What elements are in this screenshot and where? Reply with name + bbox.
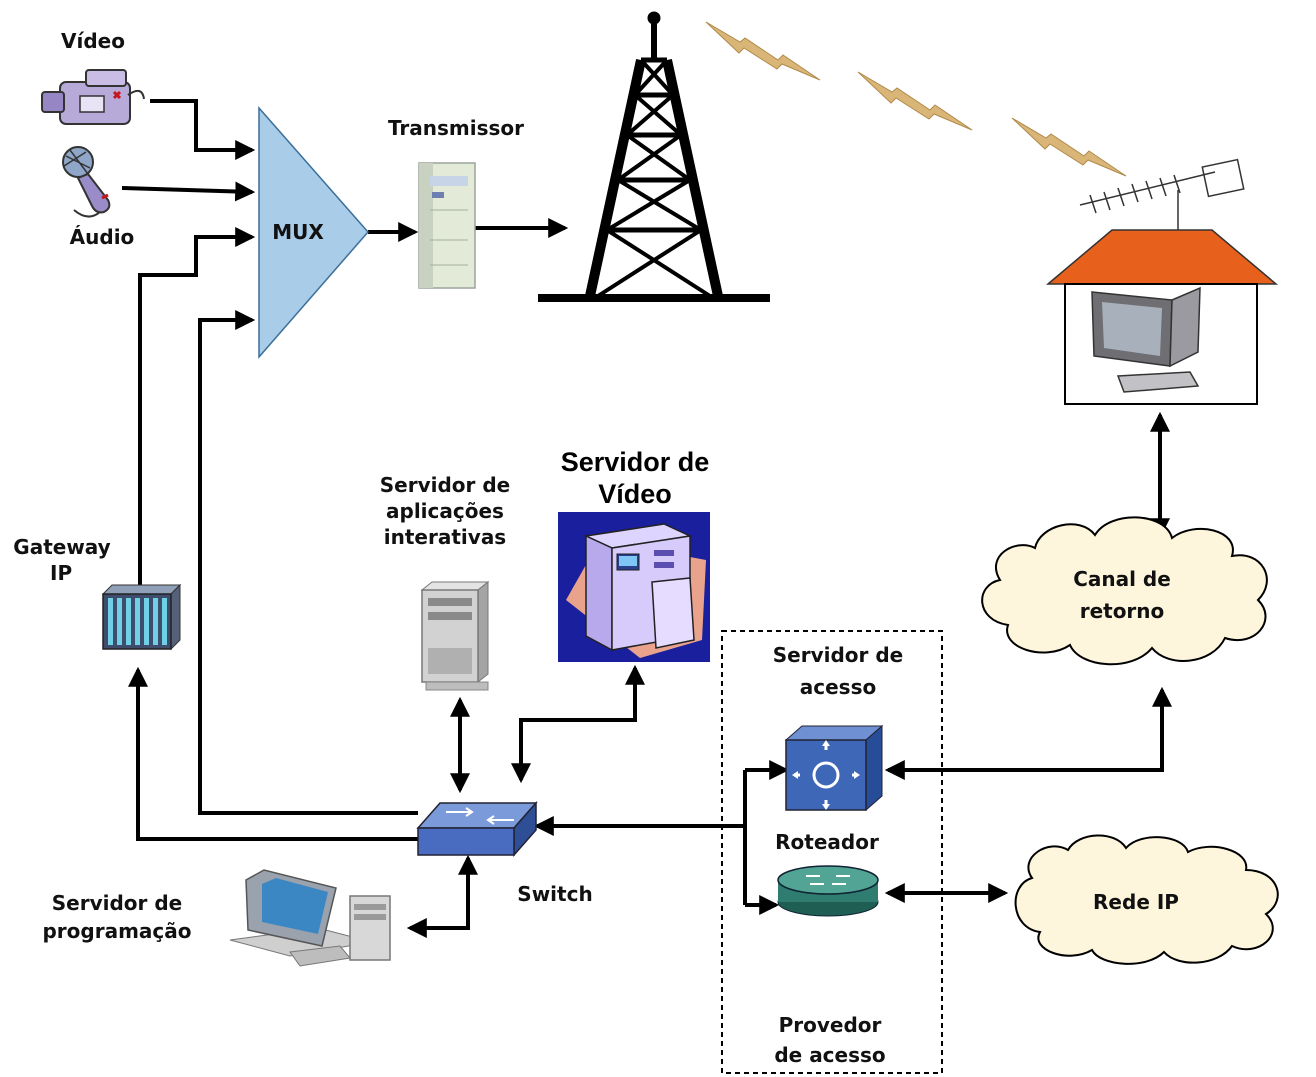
router-icon [777, 865, 879, 917]
provedor-acesso-box [721, 630, 943, 1074]
server-tower-icon [420, 580, 490, 691]
desktop-computer-icon [229, 869, 391, 967]
access-server-canal-line [884, 686, 1172, 780]
label-servidor-acesso: Servidor de acesso [756, 642, 920, 700]
label-servidor-acesso-line1: Servidor de [772, 643, 904, 667]
label-rede-ip: Rede IP [1093, 890, 1179, 914]
transmitter-icon [418, 162, 476, 289]
switch-desktop-line [406, 854, 478, 938]
switch-icon [416, 801, 538, 857]
label-servidor-app-line1: Servidor de [379, 473, 511, 497]
audio-to-mux-line [121, 181, 256, 202]
gateway-rack-icon [101, 583, 182, 651]
label-servidor-prog-line1: Servidor de [51, 891, 183, 915]
label-mux: MUX [272, 220, 324, 244]
video-to-mux-line [150, 99, 256, 160]
label-provedor-line2: de acesso [774, 1043, 886, 1067]
label-switch: Switch [517, 882, 593, 906]
video-camera-icon [41, 69, 145, 125]
label-provedor-acesso: Provedor de acesso [762, 1012, 898, 1068]
label-gateway-line1: Gateway [13, 535, 111, 559]
label-gateway-ip: Gateway IP [0, 534, 124, 586]
gateway-to-mux-line [138, 227, 256, 585]
label-video: Vídeo [61, 29, 125, 53]
switch-to-mux-line [198, 310, 418, 815]
label-servidor-programacao: Servidor de programação [26, 890, 208, 944]
label-servidor-acesso-line2: acesso [799, 675, 877, 699]
lightning-icon [705, 21, 1127, 177]
label-servidor-app-line3: interativas [383, 525, 507, 549]
switch-to-gateway-line [128, 666, 418, 841]
connections [121, 99, 1172, 938]
label-servidor-video-line1: Servidor de [560, 447, 710, 477]
microphone-icon [62, 146, 111, 218]
tv-icon [1091, 286, 1201, 393]
label-gateway-line2: IP [50, 561, 73, 585]
label-servidor-video-line2: Vídeo [598, 479, 672, 509]
antenna-tower-icon [538, 11, 770, 302]
label-servidor-video: Servidor de Vídeo [530, 446, 740, 510]
label-transmissor: Transmissor [387, 116, 525, 140]
switch-video-server-line [511, 664, 645, 784]
label-roteador: Roteador [775, 830, 879, 854]
label-canal-line2: retorno [1079, 599, 1165, 623]
access-server-icon [784, 724, 884, 812]
video-server-icon [558, 512, 710, 662]
rooftop-antenna-icon [1079, 158, 1245, 232]
label-servidor-prog-line2: programação [42, 919, 192, 943]
label-servidor-app-line2: aplicações [386, 499, 504, 523]
cloud-rede-ip-icon [1014, 834, 1279, 965]
label-canal-line1: Canal de [1073, 567, 1171, 591]
label-audio: Áudio [69, 225, 135, 249]
label-provedor-line1: Provedor [778, 1013, 882, 1037]
cloud-canal-retorno-icon [981, 516, 1268, 666]
label-servidor-aplicacoes: Servidor de aplicações interativas [360, 472, 530, 550]
label-canal-retorno: Canal de retorno [1062, 566, 1182, 624]
mux-triangle [258, 106, 369, 360]
